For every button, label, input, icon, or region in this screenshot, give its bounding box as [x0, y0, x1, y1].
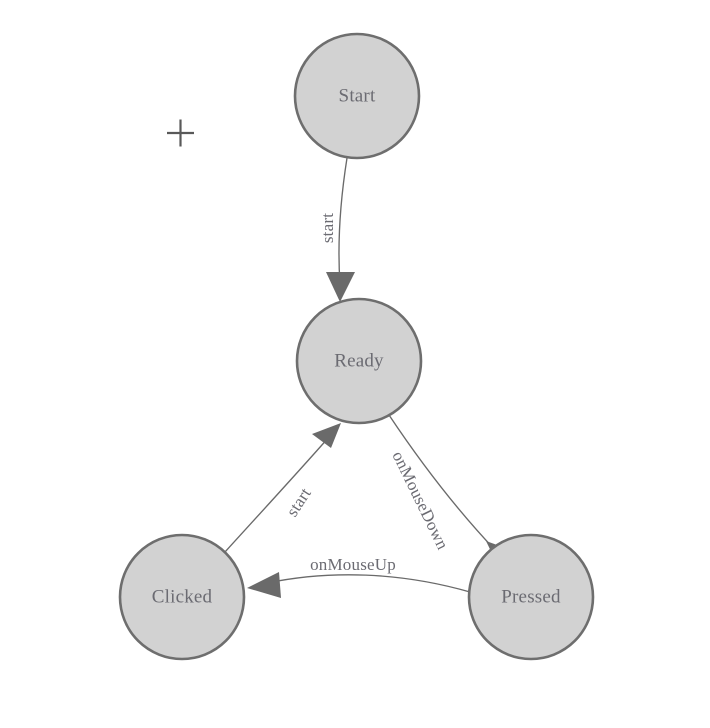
edge-label-ready-to-pressed: onMouseDown [388, 448, 452, 553]
edge-clicked-to-ready-arrowhead [312, 423, 341, 448]
node-ready-circle[interactable] [295, 297, 423, 425]
edge-label-start-to-ready: start [318, 213, 337, 243]
edge-pressed-to-clicked-path[interactable] [266, 574, 471, 593]
edge-pressed-to-clicked[interactable] [247, 572, 471, 598]
edge-ready-to-pressed-path[interactable] [388, 414, 497, 552]
node-start[interactable]: Start [293, 32, 421, 160]
node-pressed-label: Pressed [501, 586, 561, 607]
node-clicked[interactable]: Clicked [118, 533, 246, 661]
node-clicked-label: Clicked [152, 586, 213, 607]
node-pressed-circle[interactable] [467, 533, 595, 661]
node-pressed[interactable]: Pressed [467, 533, 595, 661]
node-clicked-circle[interactable] [118, 533, 246, 661]
node-start-label: Start [339, 85, 376, 106]
edge-label-pressed-to-clicked: onMouseUp [310, 555, 396, 574]
node-start-circle[interactable] [293, 32, 421, 160]
edge-start-to-ready-arrowhead [326, 272, 355, 302]
edge-clicked-to-ready[interactable] [224, 423, 341, 553]
edge-pressed-to-clicked-arrowhead [247, 572, 281, 598]
edge-start-to-ready-path[interactable] [338, 157, 348, 285]
node-ready[interactable]: Ready [295, 297, 423, 425]
edge-label-clicked-to-ready: start [282, 484, 314, 520]
edge-clicked-to-ready-path[interactable] [224, 436, 330, 553]
node-ready-label: Ready [334, 350, 384, 371]
edge-start-to-ready[interactable] [326, 157, 355, 302]
plus-marker-icon [167, 119, 194, 147]
